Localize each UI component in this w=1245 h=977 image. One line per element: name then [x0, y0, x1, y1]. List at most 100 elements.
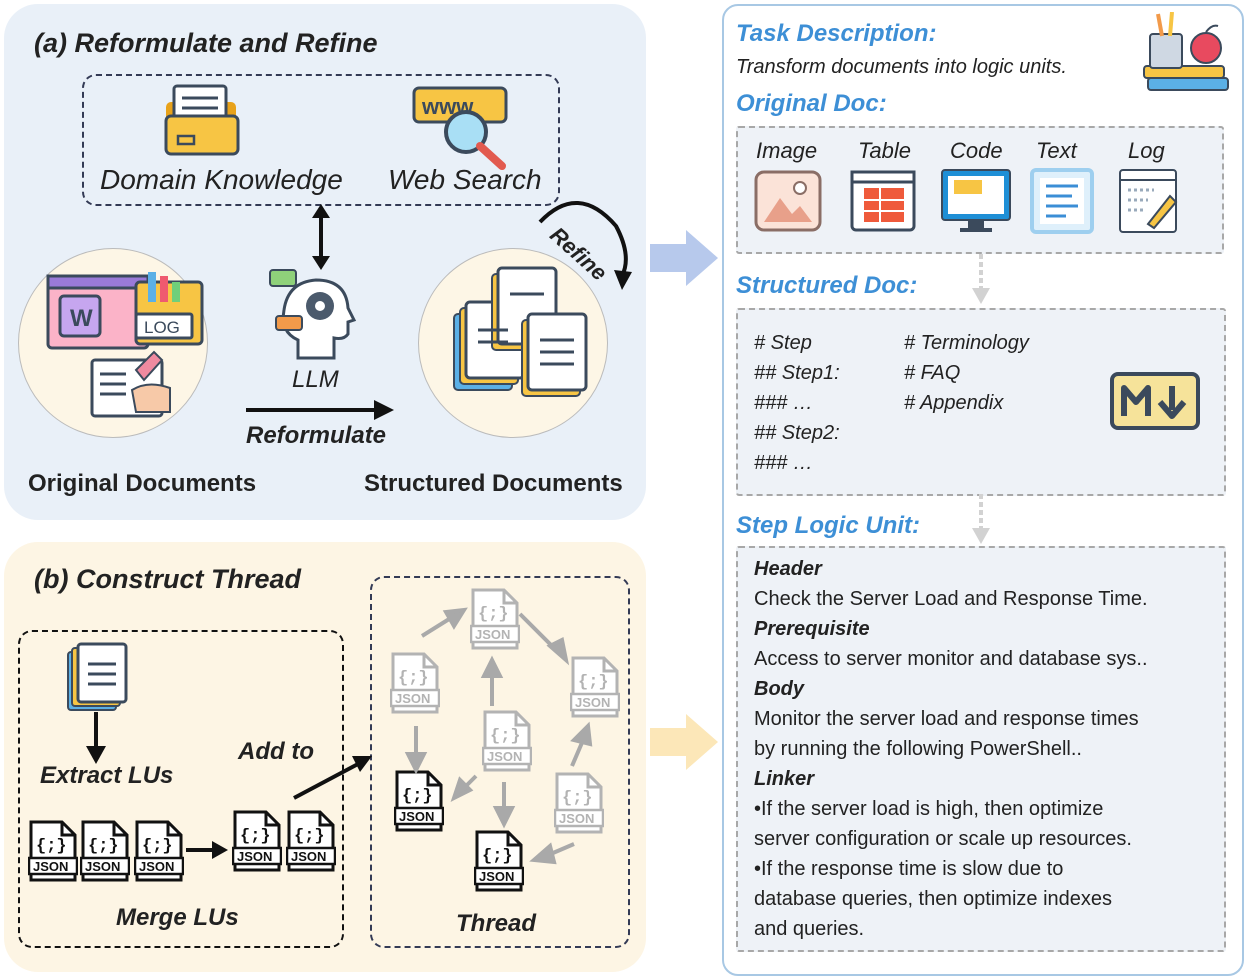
json-file-icon: {;} JSON	[470, 588, 520, 650]
log-file-icon	[1119, 169, 1178, 233]
structured-doc-heading: Structured Doc:	[736, 272, 918, 299]
merge-lus-label: Merge LUs	[116, 904, 239, 931]
word-w-glyph: W	[70, 305, 93, 332]
structured-line: ## Step2:	[754, 422, 840, 444]
folder-icon	[164, 84, 240, 156]
json-file-icon: {;} JSON	[28, 820, 78, 882]
svg-text:JSON: JSON	[291, 849, 326, 864]
structured-doc-right-column: # Terminology # FAQ # Appendix	[904, 328, 1029, 418]
body-label: Body	[754, 678, 804, 700]
svg-text:JSON: JSON	[479, 869, 514, 884]
svg-text:{;}: {;}	[240, 827, 271, 846]
prerequisite-text: Access to server monitor and database sy…	[754, 648, 1148, 670]
linker-text: and queries.	[754, 918, 865, 940]
doc-type-image: Image	[756, 138, 818, 163]
original-doc-heading: Original Doc:	[736, 90, 887, 117]
linker-text: •If the server load is high, then optimi…	[754, 798, 1104, 820]
json-file-icon: {;} JSON	[474, 830, 524, 892]
construct-thread-panel	[4, 542, 646, 972]
svg-text:{;}: {;}	[562, 789, 593, 808]
thread-edges	[404, 607, 593, 865]
merge-arrow-icon	[186, 841, 228, 859]
body-text: by running the following PowerShell..	[754, 738, 1082, 760]
document-stack-icon	[67, 642, 128, 711]
down-arrow-1	[972, 254, 990, 304]
svg-text:{;}: {;}	[294, 827, 325, 846]
json-file-icon: {;} JSON	[390, 652, 440, 714]
step-logic-unit-box	[736, 546, 1226, 952]
json-file-icon: {;} JSON	[394, 770, 444, 832]
json-file-icon: {;} JSON	[134, 820, 184, 882]
svg-text:JSON: JSON	[559, 811, 594, 826]
llm-label: LLM	[292, 366, 339, 393]
svg-text:{;}: {;}	[36, 837, 67, 856]
structured-line: # Terminology	[904, 332, 1029, 354]
json-file-icon: {;} JSON	[482, 710, 532, 772]
step-logic-unit-content: Header Check the Server Load and Respons…	[754, 554, 1214, 944]
llm-head-icon	[269, 269, 357, 360]
step-logic-unit-heading: Step Logic Unit:	[736, 512, 920, 539]
linker-text: database queries, then optimize indexes	[754, 888, 1113, 910]
svg-text:{;}: {;}	[142, 837, 173, 856]
svg-text:JSON: JSON	[575, 695, 610, 710]
structured-line: ## Step1:	[754, 362, 840, 384]
json-file-icon: {;} JSON	[80, 820, 130, 882]
web-search-icon: www	[412, 86, 508, 170]
domain-knowledge-label: Domain Knowledge	[100, 164, 343, 195]
panel-a-title: (a) Reformulate and Refine	[34, 28, 378, 58]
svg-text:JSON: JSON	[475, 627, 510, 642]
svg-text:{;}: {;}	[88, 837, 119, 856]
svg-text:{;}: {;}	[398, 669, 429, 688]
structured-line: ### …	[754, 392, 813, 414]
handwriting-notebook-icon	[90, 350, 171, 418]
www-text: www	[421, 94, 474, 119]
svg-text:{;}: {;}	[478, 605, 509, 624]
stacked-documents-icon	[453, 266, 588, 397]
svg-text:JSON: JSON	[395, 691, 430, 706]
down-arrow-2	[972, 494, 990, 544]
json-file-icon: {;} JSON	[232, 810, 282, 872]
text-file-icon	[1030, 168, 1094, 234]
merge-box	[18, 630, 344, 948]
reformulate-label: Reformulate	[246, 422, 387, 449]
body-text: Monitor the server load and response tim…	[754, 708, 1139, 730]
svg-text:{;}: {;}	[578, 673, 609, 692]
svg-text:JSON: JSON	[85, 859, 120, 874]
svg-text:{;}: {;}	[490, 727, 521, 746]
log-folder-icon: LOG	[134, 272, 204, 346]
svg-text:{;}: {;}	[482, 847, 513, 866]
reformulate-arrow-icon	[246, 400, 394, 420]
svg-text:{;}: {;}	[402, 787, 433, 806]
linker-text: •If the response time is slow due to	[754, 858, 1064, 880]
doc-type-table: Table	[858, 138, 912, 163]
svg-text:JSON: JSON	[399, 809, 434, 824]
task-description-text: Transform documents into logic units.	[736, 56, 1067, 78]
extract-lus-label: Extract LUs	[40, 762, 174, 789]
json-file-icon: {;} JSON	[570, 656, 620, 718]
panel-b-title: (b) Construct Thread	[34, 564, 301, 594]
markdown-icon	[1110, 372, 1200, 430]
code-file-icon	[941, 169, 1011, 232]
table-file-icon	[850, 170, 916, 232]
structured-line: # FAQ	[904, 362, 961, 384]
structured-line: ### …	[754, 452, 813, 474]
original-documents-label: Original Documents	[28, 470, 257, 497]
structured-line: # Appendix	[904, 392, 1004, 414]
web-search-label: Web Search	[388, 164, 542, 195]
svg-text:JSON: JSON	[237, 849, 272, 864]
books-pencils-icon	[1143, 12, 1229, 91]
thread-box	[370, 576, 630, 948]
image-file-icon	[754, 170, 822, 232]
svg-text:JSON: JSON	[487, 749, 522, 764]
svg-text:JSON: JSON	[33, 859, 68, 874]
bidirectional-arrow-icon	[312, 204, 330, 270]
log-glyph: LOG	[144, 318, 180, 337]
json-file-icon: {;} JSON	[554, 772, 604, 834]
refine-arrow-icon	[538, 200, 632, 290]
svg-text:JSON: JSON	[139, 859, 174, 874]
structured-doc-left-column: # Step ## Step1: ### … ## Step2: ### …	[754, 328, 840, 478]
extract-arrow-icon	[86, 712, 106, 764]
word-document-icon: W	[46, 274, 150, 350]
add-to-arrow-icon	[293, 756, 372, 800]
header-label: Header	[754, 558, 822, 580]
